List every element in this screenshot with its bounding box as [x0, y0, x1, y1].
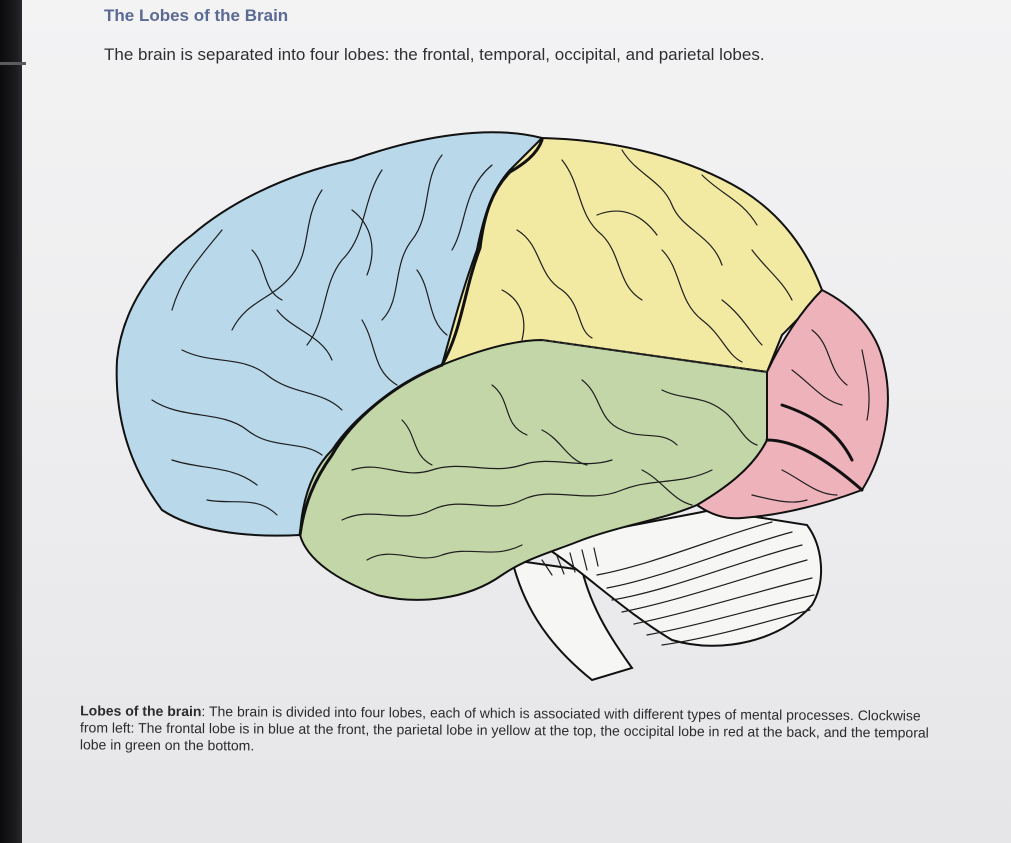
bezel-edge [0, 62, 26, 65]
brainstem [510, 558, 634, 682]
screen-bezel [0, 0, 22, 843]
occipital-sulcus [765, 403, 864, 492]
brain-lobes-diagram [115, 131, 889, 682]
intro-paragraph: The brain is separated into four lobes: … [104, 45, 765, 64]
occipital-gyri [751, 329, 870, 503]
central-sulcus [440, 138, 544, 367]
page-title: The Lobes of the Brain [104, 6, 289, 25]
caption-text: : The brain is divided into four lobes, … [79, 703, 929, 754]
parietal-lobe [440, 136, 824, 374]
article-page: The Lobes of the Brain The brain is sepa… [22, 0, 1011, 843]
figure-caption: Lobes of the brain: The brain is divided… [80, 702, 940, 758]
parietal-gyri [501, 149, 793, 363]
frontal-gyri [151, 154, 493, 516]
lobe-boundary [541, 339, 768, 373]
caption-label: Lobes of the brain [80, 702, 202, 720]
cerebellum-lines [541, 521, 815, 646]
temporal-lobe [298, 338, 768, 601]
lateral-sulcus [298, 363, 444, 537]
temporal-gyri [341, 379, 758, 561]
